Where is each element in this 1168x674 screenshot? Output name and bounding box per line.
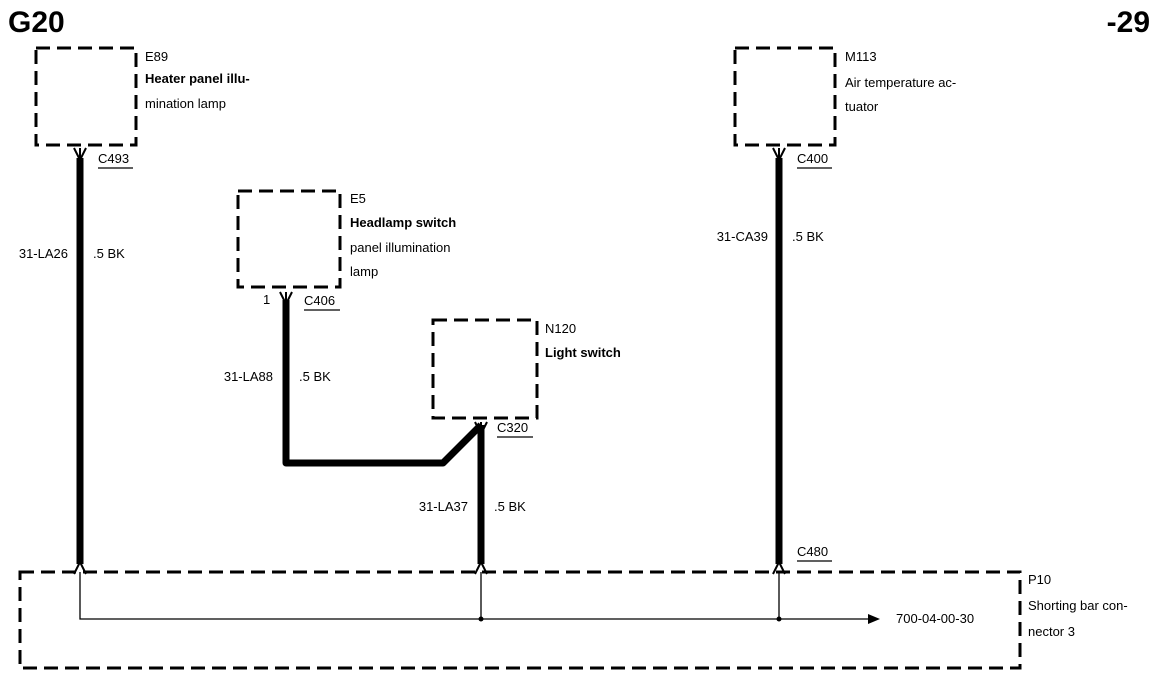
wire-la37-spec: .5 BK: [494, 499, 526, 514]
connector-labels: C493 1 C406 C320 C400 C480: [98, 151, 832, 562]
component-m113-id: M113: [845, 49, 877, 64]
connector-c406-label: C406: [304, 293, 335, 308]
component-e89-id: E89: [145, 49, 168, 64]
component-m113-line-1: Air temperature ac-: [845, 75, 956, 90]
wire-la88-code: 31-LA88: [224, 369, 273, 384]
wire-la37-code: 31-LA37: [419, 499, 468, 514]
wire-labels: 31-LA26 .5 BK 31-LA88 .5 BK 31-LA37 .5 B…: [19, 229, 824, 514]
connector-c320-label: C320: [497, 420, 528, 435]
wire-ca39-code: 31-CA39: [717, 229, 768, 244]
page-title: G20: [8, 6, 65, 39]
component-e5-line-2: panel illumination: [350, 240, 450, 255]
reference-arrow: [868, 614, 880, 624]
shorting-bar-wiring: [79, 572, 880, 624]
wire-la26-spec: .5 BK: [93, 246, 125, 261]
page-reference: -29: [1107, 6, 1150, 39]
component-n120-id: N120: [545, 321, 576, 336]
component-p10-line-1: Shorting bar con-: [1028, 598, 1128, 613]
component-p10-id: P10: [1028, 572, 1051, 587]
connector-c400-label: C400: [797, 151, 828, 166]
wire-ca39-spec: .5 BK: [792, 229, 824, 244]
component-e89-line-1: Heater panel illu-: [145, 71, 250, 86]
component-e5-id: E5: [350, 191, 366, 206]
connector-c406-pin: 1: [263, 292, 270, 307]
component-e5-line-3: lamp: [350, 264, 378, 279]
component-n120: N120 Light switch: [431, 318, 621, 420]
component-e5-line-1: Headlamp switch: [350, 215, 456, 230]
component-e89-line-2: mination lamp: [145, 96, 226, 111]
reference-target-label: 700-04-00-30: [896, 611, 974, 626]
wire-31-la88: [282, 300, 484, 467]
component-e5: E5 Headlamp switch panel illumination la…: [236, 189, 456, 289]
wire-la26-code: 31-LA26: [19, 246, 68, 261]
component-n120-line-1: Light switch: [545, 345, 621, 360]
component-e89: E89 Heater panel illu- mination lamp: [34, 46, 250, 147]
component-m113-line-2: tuator: [845, 99, 879, 114]
component-p10: P10 Shorting bar con- nector 3: [18, 570, 1128, 670]
connector-c493-label: C493: [98, 151, 129, 166]
wire-la88-spec: .5 BK: [299, 369, 331, 384]
connector-c480-label: C480: [797, 544, 828, 559]
component-p10-line-2: nector 3: [1028, 624, 1075, 639]
component-m113: M113 Air temperature ac- tuator: [733, 46, 956, 147]
